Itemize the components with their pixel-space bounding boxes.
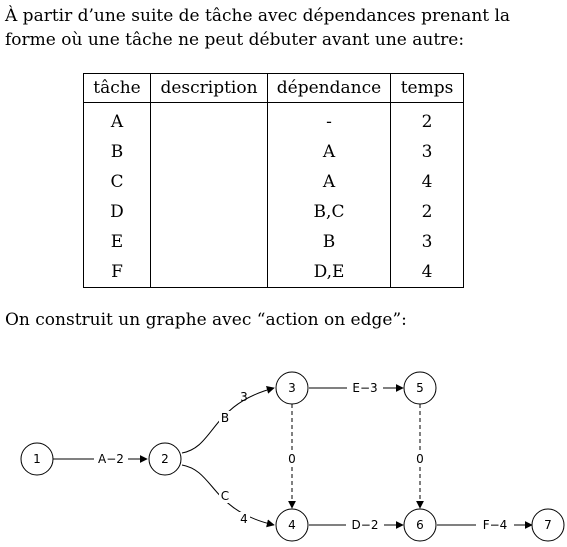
task-table: tâche description dépendance temps A - 2… — [83, 73, 464, 288]
edge-label-a: A−2 — [98, 452, 124, 466]
edge-label-e: E−3 — [352, 381, 377, 395]
header-task: tâche — [83, 73, 151, 103]
edge-label-d: D−2 — [352, 518, 379, 532]
cell-time: 3 — [390, 137, 464, 167]
edge-label-c: C — [221, 489, 229, 503]
cell-dependency: A — [267, 137, 391, 167]
graph-node: 2 — [148, 442, 182, 476]
graph-node: 6 — [403, 508, 437, 542]
svg-text:5: 5 — [416, 381, 424, 395]
svg-text:7: 7 — [544, 518, 552, 532]
intro-paragraph: À partir d’une suite de tâche avec dépen… — [5, 6, 511, 50]
cell-task: E — [83, 227, 151, 257]
cell-task: B — [83, 137, 151, 167]
header-dependency: dépendance — [267, 73, 391, 103]
task-graph: A−2 B 3 C 4 E−3 0 0 D−2 F−4 1 2 3 4 5 6 … — [20, 371, 565, 542]
svg-text:3: 3 — [288, 381, 296, 395]
graph-node: 4 — [275, 508, 309, 542]
edge-label-f: F−4 — [483, 518, 508, 532]
cell-dependency: B — [267, 227, 391, 257]
table-row: E B 3 — [83, 227, 464, 257]
cell-description — [150, 102, 268, 137]
svg-text:2: 2 — [161, 452, 169, 466]
table-row: A - 2 — [83, 102, 464, 137]
graph-caption: On construit un graphe avec “action on e… — [5, 310, 407, 330]
cell-time: 2 — [390, 102, 464, 137]
edge-label-dummy-3-4: 0 — [288, 452, 296, 466]
cell-time: 3 — [390, 227, 464, 257]
graph-node: 3 — [275, 371, 309, 405]
cell-dependency: D,E — [267, 257, 391, 288]
graph-node: 5 — [403, 371, 437, 405]
cell-description — [150, 137, 268, 167]
cell-description — [150, 197, 268, 227]
header-description: description — [150, 73, 268, 103]
table-row: F D,E 4 — [83, 257, 464, 288]
cell-dependency: B,C — [267, 197, 391, 227]
edge-label-dummy-5-6: 0 — [416, 452, 424, 466]
cell-task: D — [83, 197, 151, 227]
cell-task: A — [83, 102, 151, 137]
table-header-row: tâche description dépendance temps — [83, 73, 464, 103]
cell-dependency: - — [267, 102, 391, 137]
edge-label-b-time: 3 — [240, 390, 248, 404]
cell-description — [150, 167, 268, 197]
svg-text:6: 6 — [416, 518, 424, 532]
edge-2-3 — [181, 385, 275, 454]
cell-time: 4 — [390, 167, 464, 197]
edge-label-c-time: 4 — [240, 512, 248, 526]
svg-text:1: 1 — [33, 452, 41, 466]
graph-node: 7 — [531, 508, 565, 542]
svg-text:4: 4 — [288, 518, 296, 532]
cell-time: 2 — [390, 197, 464, 227]
edge-2-4 — [181, 464, 275, 528]
table-row: C A 4 — [83, 167, 464, 197]
cell-description — [150, 227, 268, 257]
cell-time: 4 — [390, 257, 464, 288]
graph-node: 1 — [20, 442, 54, 476]
cell-task: C — [83, 167, 151, 197]
header-time: temps — [390, 73, 464, 103]
table-row: D B,C 2 — [83, 197, 464, 227]
table-row: B A 3 — [83, 137, 464, 167]
cell-dependency: A — [267, 167, 391, 197]
edge-label-b: B — [221, 411, 229, 425]
cell-task: F — [83, 257, 151, 288]
cell-description — [150, 257, 268, 288]
